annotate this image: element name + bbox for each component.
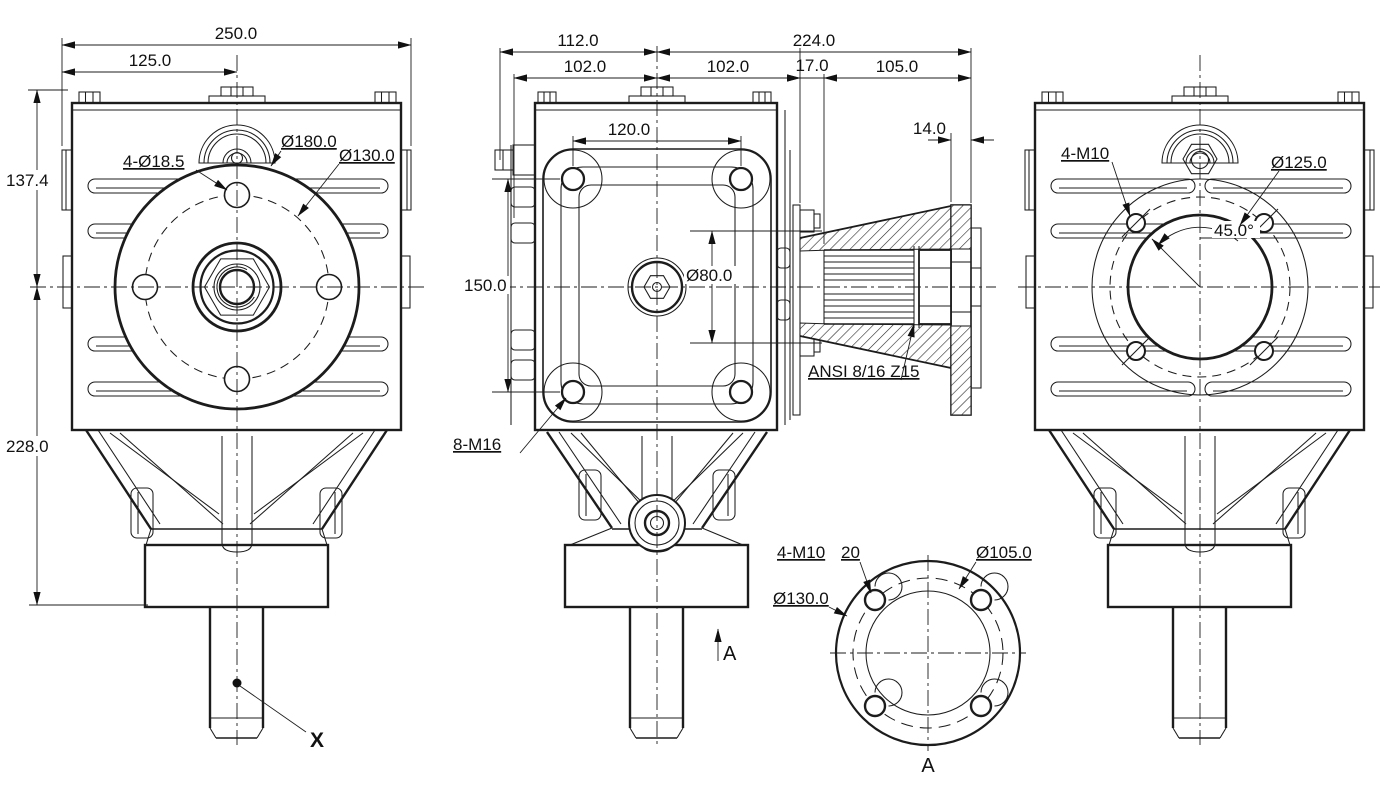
dim-105: 105.0 (876, 57, 919, 76)
detail-a-holes (863, 572, 1009, 718)
detail-label-thread-depth: 20 (841, 543, 860, 562)
rear-housing-shell (1023, 85, 1376, 740)
side-dimensions: 112.0 224.0 102.0 102.0 17.0 105.0 120.0… (453, 31, 994, 665)
detail-view-title: A (921, 755, 935, 777)
label-flange-od: Ø180.0 (281, 132, 337, 151)
detail-label-flange-od: Ø130.0 (773, 589, 829, 608)
dim-flange-thickness: 14.0 (913, 119, 946, 138)
label-bolt-holes: 4-Ø18.5 (123, 152, 184, 171)
label-shaft-point: X (310, 729, 324, 752)
rear-view: 45.0° 4-M10 Ø125.0 (1018, 55, 1380, 745)
dim-pilot-bore: Ø80.0 (686, 266, 732, 285)
detail-view-a: 4-M10 20 Ø105.0 Ø130.0 A (773, 543, 1032, 777)
detail-label-bolt-circle: Ø105.0 (976, 543, 1032, 562)
rear-dimensions: 45.0° 4-M10 Ø125.0 (1061, 144, 1327, 288)
dim-102-right: 102.0 (707, 57, 750, 76)
label-spline-spec: ANSI 8/16 Z15 (808, 362, 920, 381)
front-view: 250.0 125.0 137.4 228.0 4-Ø18.5 Ø180.0 Ø… (4, 24, 424, 752)
dim-height-to-center: 137.4 (6, 171, 49, 190)
label-tapped-holes-4m10: 4-M10 (1061, 144, 1109, 163)
dim-overall-width: 250.0 (215, 24, 258, 43)
detail-a-labels: 4-M10 20 Ø105.0 Ø130.0 A (773, 543, 1032, 777)
label-tapped-holes-8m16: 8-M16 (453, 435, 501, 454)
shaft-point-marker (232, 678, 242, 688)
dim-center-to-bottom: 228.0 (6, 437, 49, 456)
dim-102-left: 102.0 (564, 57, 607, 76)
label-bolt-circle: Ø130.0 (339, 146, 395, 165)
dim-112: 112.0 (557, 31, 598, 50)
dim-150: 150.0 (464, 276, 507, 295)
front-dimensions: 250.0 125.0 137.4 228.0 4-Ø18.5 Ø180.0 Ø… (4, 24, 412, 752)
dim-17: 17.0 (795, 56, 828, 75)
section-arrow-label: A (723, 643, 737, 665)
label-bore-diameter: Ø125.0 (1271, 153, 1327, 172)
dim-half-width: 125.0 (129, 51, 172, 70)
dim-120: 120.0 (608, 120, 651, 139)
side-bell-and-shaft (546, 431, 768, 739)
side-view: 112.0 224.0 102.0 102.0 17.0 105.0 120.0… (453, 31, 996, 745)
dim-224: 224.0 (793, 31, 836, 50)
dim-hole-angle: 45.0° (1214, 221, 1254, 240)
detail-label-tapped-holes: 4-M10 (777, 543, 825, 562)
